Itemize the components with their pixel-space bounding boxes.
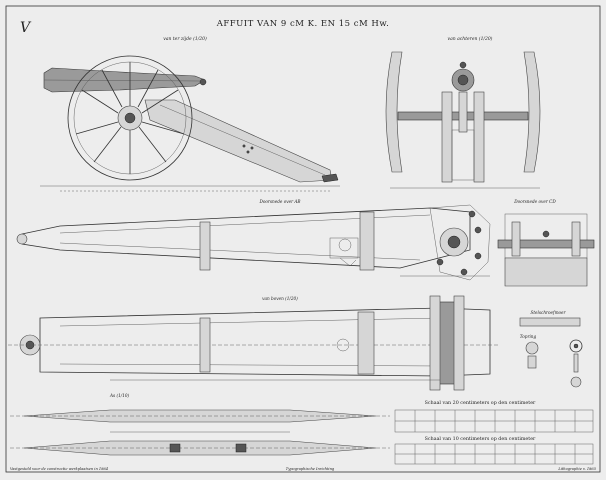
rear-view: van achteren (1/20) xyxy=(385,35,541,189)
footer-center: Typographische Inrichting xyxy=(286,467,335,471)
rear-view-label: van achteren (1/20) xyxy=(448,35,493,42)
top-view-label: van boven (1/20) xyxy=(262,296,298,301)
side-view: van ter zijde (1/20) xyxy=(40,35,340,192)
section-cd: Doorsnede over CD xyxy=(497,199,595,287)
cascabel xyxy=(199,78,207,86)
wheel-rim xyxy=(67,55,193,181)
axle-view: As (1/10) xyxy=(10,393,390,456)
trail-eye xyxy=(16,233,28,245)
detail-parts: Stelschroefmoer Topring xyxy=(519,310,583,388)
scale-2-label: Schaal van 10 centimeters op den centime… xyxy=(425,436,536,442)
trail-hook xyxy=(321,173,339,183)
elevation-mechanism xyxy=(329,237,359,267)
section-ab: Doorsnede over AB xyxy=(16,199,491,281)
scale-1-label: Schaal van 20 centimeters op den centime… xyxy=(425,400,536,406)
corner-mark: V xyxy=(20,20,32,36)
trunnion-plate xyxy=(429,204,491,281)
section-ab-label: Doorsnede over AB xyxy=(258,199,300,204)
wheel-spokes xyxy=(75,62,185,174)
right-wheel xyxy=(523,51,541,173)
trail xyxy=(144,99,333,183)
footer-left: Vastgesteld voor de constructie werkplaa… xyxy=(10,467,109,471)
left-cheek xyxy=(441,91,453,183)
axle-label: As (1/10) xyxy=(109,393,130,398)
drawing-title: AFFUIT VAN 9 cM K. EN 15 cM Hw. xyxy=(216,19,390,29)
axle-bed xyxy=(504,257,588,287)
right-cheek xyxy=(473,91,485,183)
axle-section xyxy=(497,239,595,249)
top-view: van boven (1/20) xyxy=(8,295,500,391)
side-view-label: van ter zijde (1/20) xyxy=(163,35,207,42)
sheet-frame xyxy=(5,5,601,473)
section-ab-outline xyxy=(21,207,471,269)
sight-label: Topring xyxy=(520,334,537,339)
cheek-detail-label: Stelschroefmoer xyxy=(530,310,566,315)
scale-bars: Schaal van 20 centimeters op den centime… xyxy=(394,400,594,465)
section-cd-label: Doorsnede over CD xyxy=(513,199,556,204)
left-wheel xyxy=(385,51,403,173)
elevation-screw xyxy=(458,91,468,133)
footer-right: Lithographie v. 1865 xyxy=(557,467,596,471)
